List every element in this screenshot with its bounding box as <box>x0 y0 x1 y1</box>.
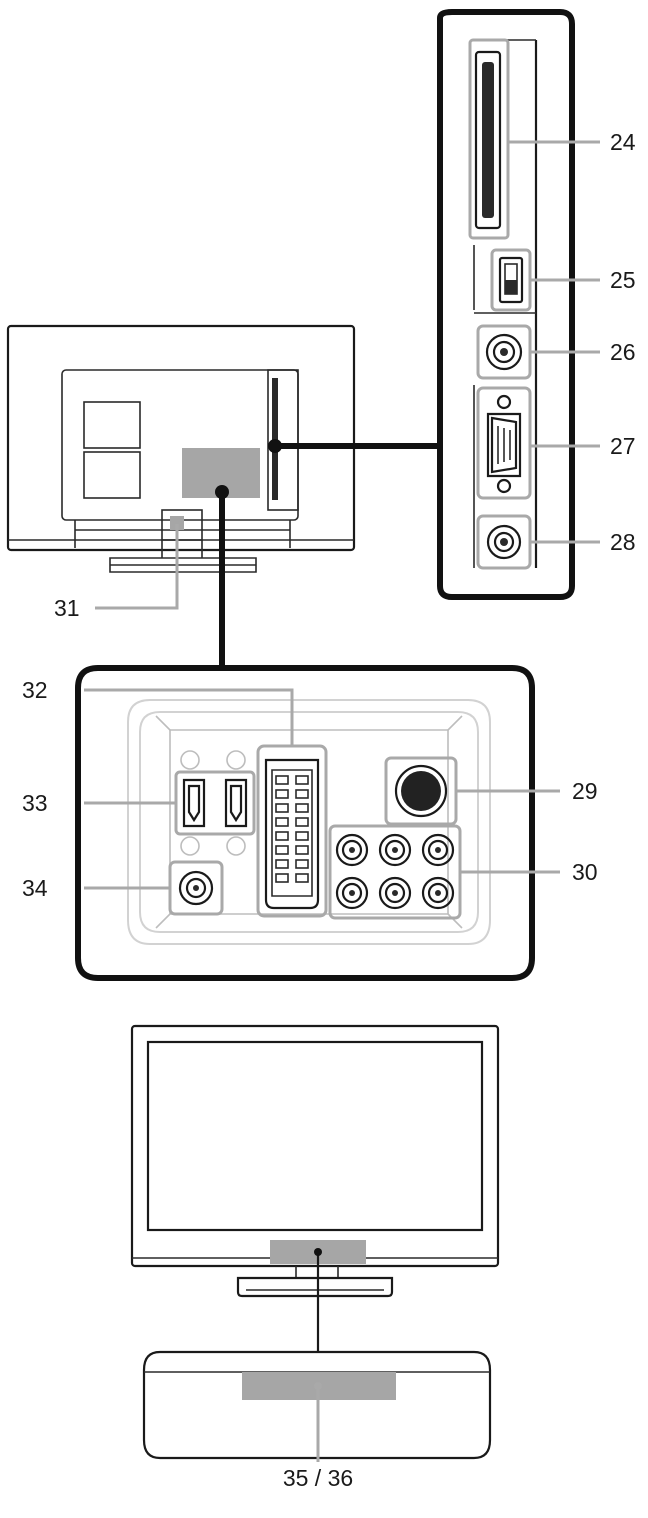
hdmi-ports <box>174 750 256 856</box>
scart-socket <box>256 744 328 918</box>
callout-31: 31 <box>54 595 80 621</box>
callout-28: 28 <box>610 529 636 555</box>
headphone-jack <box>476 514 532 570</box>
callout-27: 27 <box>610 433 636 459</box>
ir-sensor-leaders <box>314 1248 322 1462</box>
link-cables <box>215 439 440 666</box>
common-interface-slot <box>468 38 510 240</box>
callout-29: 29 <box>572 778 598 804</box>
callout-32: 32 <box>22 677 48 703</box>
callout-25: 25 <box>610 267 636 293</box>
rca-inputs <box>328 824 462 920</box>
leader-32 <box>84 688 294 746</box>
callout-26: 26 <box>610 339 636 365</box>
rear-panel <box>75 665 535 981</box>
callout-33: 33 <box>22 790 48 816</box>
cable-clip-leader <box>95 524 179 610</box>
callout-24: 24 <box>610 129 636 155</box>
audio-jack <box>476 324 532 380</box>
tv-front-view <box>130 1024 500 1298</box>
antenna-input <box>384 756 458 826</box>
side-panel <box>437 9 575 600</box>
coax-jack <box>168 860 224 916</box>
vga-port <box>476 386 532 500</box>
callout-30: 30 <box>572 859 598 885</box>
usb-port <box>490 248 532 312</box>
callout-34: 34 <box>22 875 48 901</box>
callout-35-36: 35 / 36 <box>283 1465 353 1491</box>
